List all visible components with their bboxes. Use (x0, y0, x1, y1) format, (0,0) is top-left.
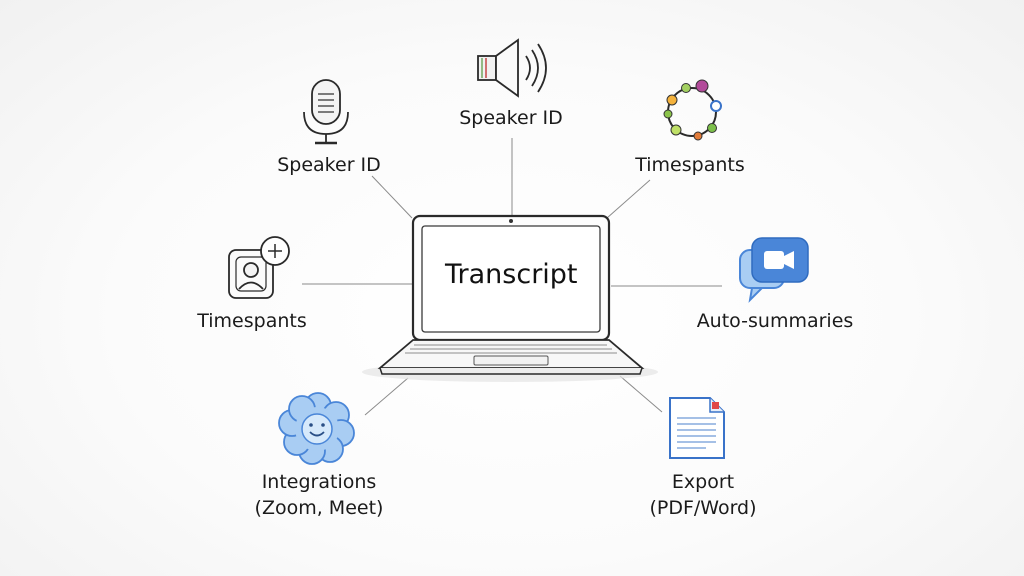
feature-label-top-right: Timespants (635, 154, 745, 176)
feature-label-middle-right: Auto-summaries (696, 310, 854, 332)
feature-label-bottom-left-line2: (Zoom, Meet) (254, 497, 384, 519)
connector-lines (302, 138, 722, 416)
microphone-icon (303, 79, 349, 145)
feature-label-bottom-right-line2: (PDF/Word) (649, 497, 757, 519)
center-label: Transcript (445, 259, 578, 290)
feature-label-top-left: Speaker ID (277, 154, 381, 176)
feature-label-top-center: Speaker ID (459, 107, 563, 129)
connector-bottom-left (364, 377, 409, 416)
laptop-icon (362, 214, 658, 382)
smiley-cloud-icon (278, 392, 355, 465)
feature-label-bottom-left-line1: Integrations (261, 471, 377, 493)
timeline-circle-icon (663, 79, 722, 141)
feature-label-bottom-right-line1: Export (671, 471, 735, 493)
feature-label-bottom-left: Integrations (Zoom, Meet) (250, 469, 388, 521)
feature-label-bottom-right: Export (PDF/Word) (640, 469, 766, 521)
connector-top-left (371, 175, 413, 219)
contact-card-icon (228, 236, 290, 299)
feature-label-middle-left: Timespants (197, 310, 307, 332)
speaker-icon (477, 38, 547, 98)
connector-top-right (606, 179, 651, 219)
video-chat-icon (739, 237, 809, 303)
connector-bottom-right (619, 375, 663, 413)
document-icon (669, 397, 725, 459)
